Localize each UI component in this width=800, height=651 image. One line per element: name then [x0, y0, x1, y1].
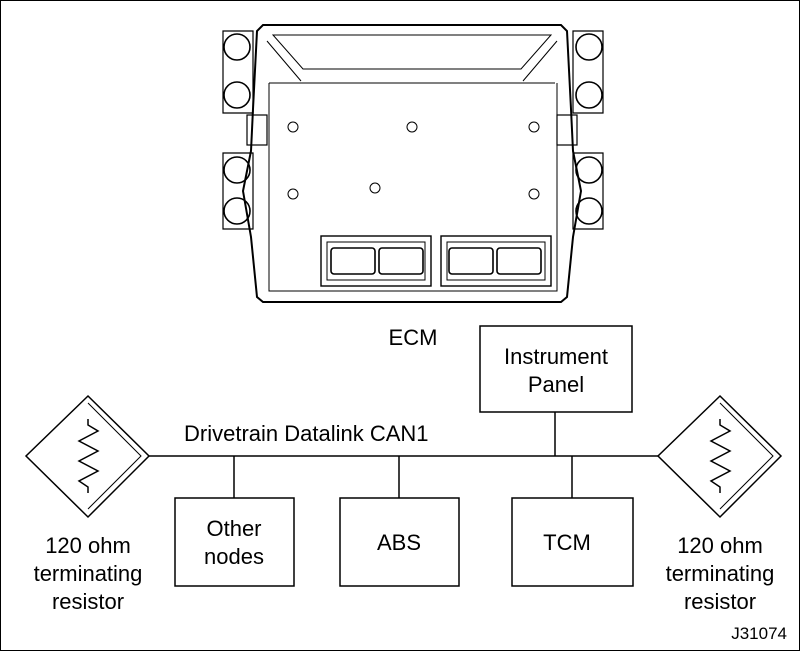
resistor-left-label-line3: resistor	[52, 589, 124, 614]
ecm-connector-right	[440, 235, 552, 287]
bus-label: Drivetrain Datalink CAN1	[184, 421, 429, 446]
resistor-right-label-line3: resistor	[684, 589, 756, 614]
resistor-left	[24, 394, 151, 519]
instrument-panel-label-line2: Panel	[528, 372, 584, 397]
abs-node: ABS	[339, 497, 460, 587]
ecm-label: ECM	[389, 325, 438, 350]
ecm-connector-left	[320, 235, 432, 287]
tcm-node: TCM	[511, 497, 634, 587]
resistor-right-label-line1: 120 ohm	[677, 533, 763, 558]
other-nodes-node: Other nodes	[174, 497, 295, 587]
ecm-module	[222, 24, 604, 303]
instrument-panel-node: Instrument Panel	[479, 325, 633, 413]
resistor-left-zigzag	[77, 419, 100, 493]
other-nodes-label-line2: nodes	[204, 544, 264, 569]
other-nodes-label-line1: Other	[206, 516, 261, 541]
figure-id: J31074	[731, 624, 787, 643]
resistor-left-label: 120 ohm terminating resistor	[34, 533, 143, 614]
can-bus-wiring	[149, 412, 658, 498]
abs-label: ABS	[377, 530, 421, 555]
resistor-left-label-line2: terminating	[34, 561, 143, 586]
resistor-right-zigzag	[709, 419, 732, 493]
resistor-right	[656, 394, 783, 519]
resistor-right-label-line2: terminating	[666, 561, 775, 586]
resistor-left-label-line1: 120 ohm	[45, 533, 131, 558]
instrument-panel-label-line1: Instrument	[504, 344, 608, 369]
resistor-right-label: 120 ohm terminating resistor	[666, 533, 775, 614]
tcm-label: TCM	[543, 530, 591, 555]
